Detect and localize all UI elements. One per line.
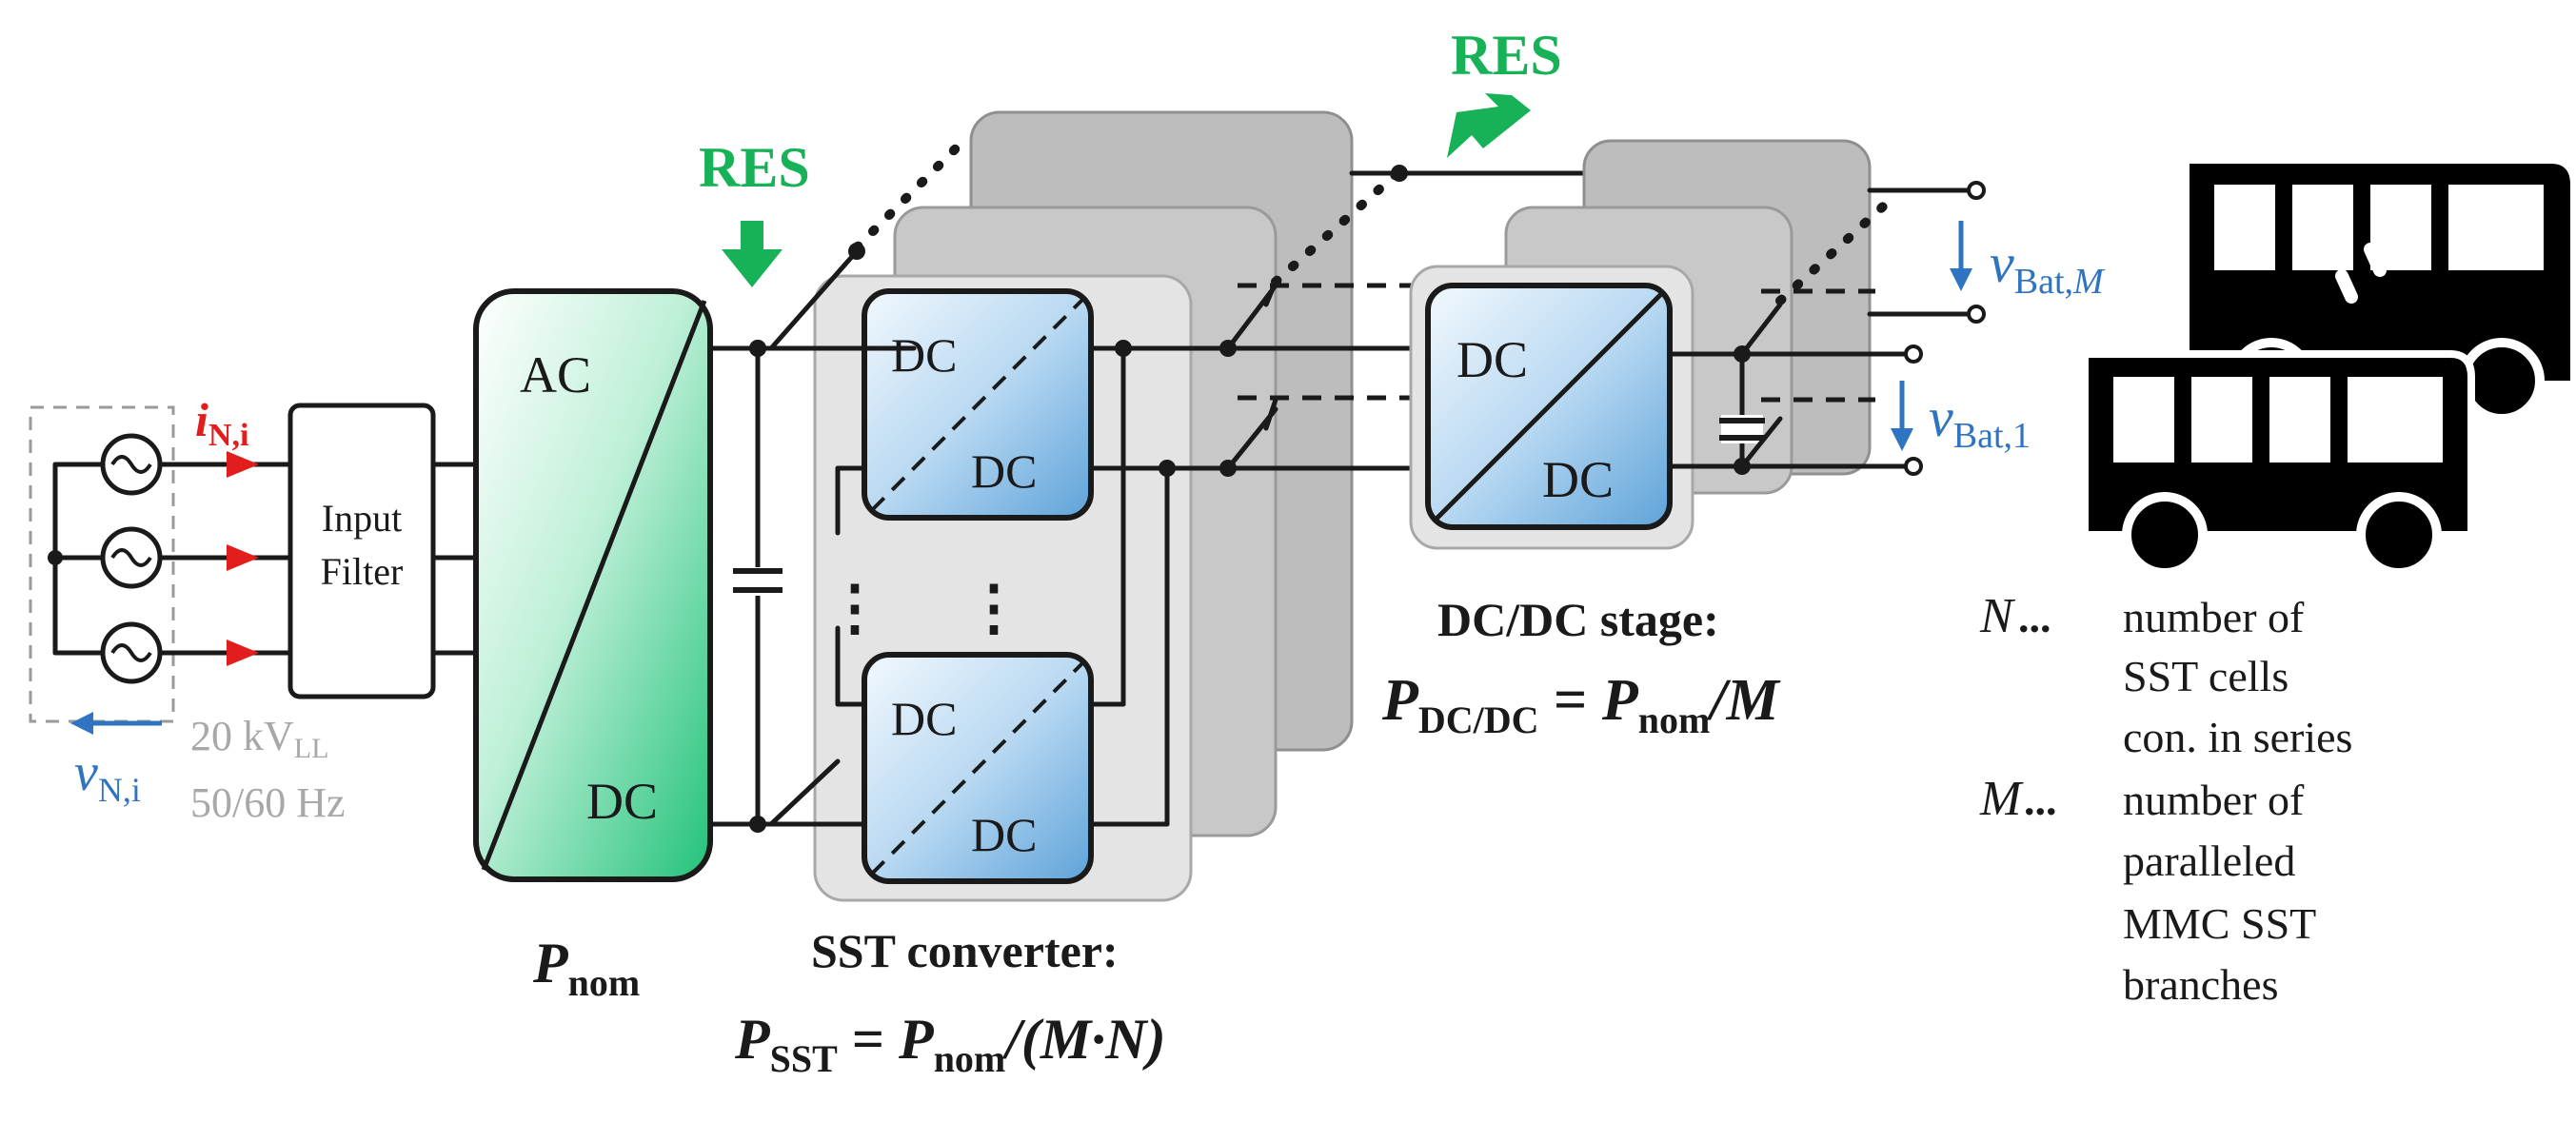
legend-n-line3: con. in series [2123, 713, 2352, 761]
legend-m-line2: paralleled [2123, 837, 2295, 885]
terminal-icon [1904, 344, 1923, 364]
voltage-arrow-icon [1950, 268, 1972, 291]
legend-m-line3: MMC SST [2123, 899, 2316, 948]
grid-voltage-label: vN,i [74, 743, 141, 809]
sst-cell-bottom-dc-in: DC [891, 692, 957, 745]
vbat-m-label: vBat,M [1990, 232, 2106, 302]
ac-source-group [29, 405, 175, 723]
sst-cell-top-dc-out: DC [971, 444, 1037, 498]
sst-cell-top-dc-in: DC [891, 328, 957, 382]
input-filter-label-2: Filter [321, 550, 404, 593]
current-arrow-icon [227, 544, 259, 571]
res-arrow-icon [1447, 93, 1531, 158]
voltage-arrow-icon [1891, 428, 1913, 451]
legend-n-line1: number of [2123, 593, 2305, 641]
grid-frequency: 50/60 Hz [190, 779, 346, 826]
input-filter-label-1: Input [322, 497, 402, 540]
dcdc-power-formula: PDC/DC = Pnom/M [1381, 668, 1781, 741]
ac-source-icon [100, 526, 163, 589]
legend-m-symbol: M [1979, 772, 2024, 826]
current-arrow-icon [227, 451, 259, 478]
terminal-icon [1904, 457, 1923, 476]
legend-m-line1: number of [2123, 776, 2305, 824]
terminal-icon [1967, 305, 1986, 324]
current-arrow-icon [227, 640, 259, 666]
dcdc-stage-title: DC/DC stage: [1437, 593, 1719, 646]
legend-n-dots: ... [2018, 593, 2051, 641]
p-nom-label: Pnom [532, 932, 640, 1004]
bus-icon [2081, 350, 2475, 578]
terminal-icon [1967, 181, 1986, 200]
input-filter-box [287, 403, 436, 699]
vbat-1-label: vBat,1 [1929, 386, 2031, 456]
sst-cell-bottom-dc-out: DC [971, 808, 1037, 861]
legend-m-line4: branches [2123, 960, 2278, 1009]
ac-source-icon [100, 433, 163, 496]
dcdc-stage-dc-out: DC [1542, 451, 1614, 508]
legend-m-dots: ... [2024, 776, 2057, 824]
legend: N ... number of SST cells con. in series… [1979, 589, 2352, 1009]
ac-label: AC [520, 346, 591, 404]
sst-converter-title: SST converter: [811, 924, 1119, 977]
res-label-right: RES [1451, 24, 1562, 87]
series-dots-in: ⋮ [824, 574, 885, 641]
ellipsis-icon [2335, 216, 2415, 304]
phase-currents [157, 451, 293, 666]
series-dots-mid: ⋮ [963, 574, 1024, 641]
grid-voltage-value: 20 kVLL [190, 713, 328, 764]
dcdc-stage-dc-in: DC [1456, 331, 1528, 388]
sst-power-formula: PSST = Pnom/(M·N) [734, 1008, 1166, 1080]
res-arrow-icon [722, 221, 783, 287]
current-label: iN,i [195, 393, 248, 453]
legend-n-symbol: N [1979, 589, 2016, 643]
ac-source-icon [100, 621, 163, 684]
res-label-left: RES [699, 136, 810, 199]
dc-label: DC [586, 773, 658, 830]
legend-n-line2: SST cells [2123, 652, 2289, 700]
capacitor-icon [1719, 415, 1765, 443]
capacitor-icon [733, 567, 783, 596]
